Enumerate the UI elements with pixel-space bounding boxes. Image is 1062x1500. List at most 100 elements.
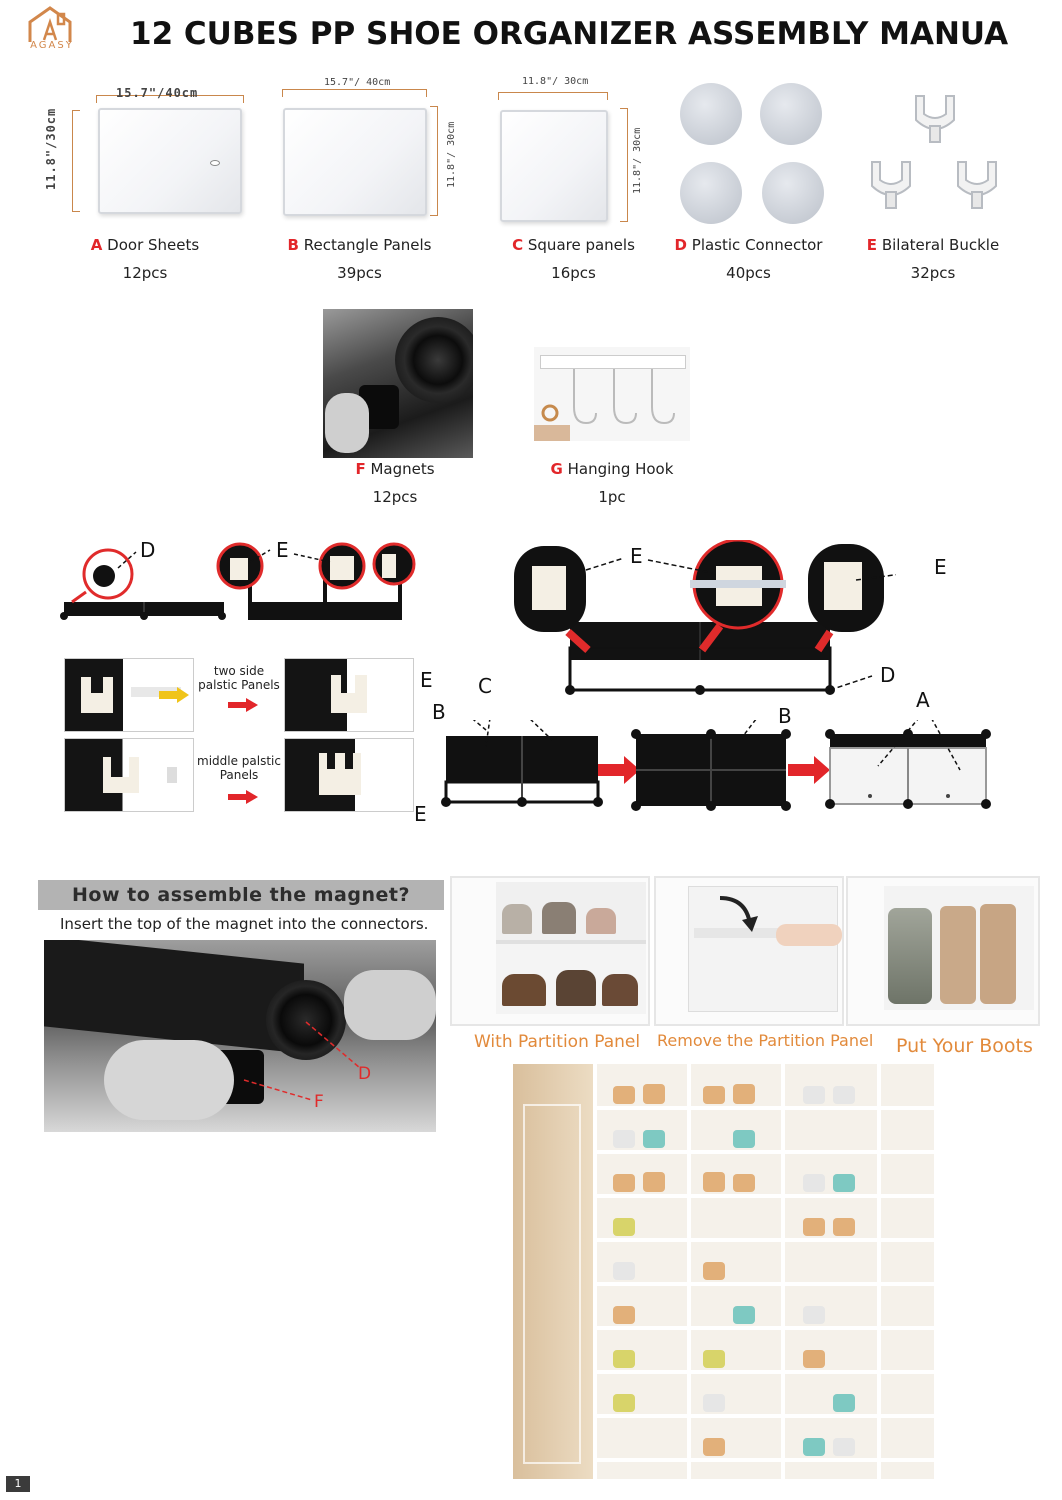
- hand-shape: [776, 924, 842, 946]
- partition-panel: [694, 928, 814, 938]
- caption-with-partition: With Partition Panel: [474, 1032, 641, 1052]
- curved-arrow-icon: [719, 896, 758, 932]
- door-panel: [523, 1104, 581, 1464]
- hand-shape: [325, 393, 369, 453]
- buckle-icon: [81, 677, 113, 713]
- bilateral-buckle-image: [915, 95, 955, 143]
- callout-b: B: [432, 700, 446, 724]
- part-c-qty: 16pcs: [551, 264, 596, 282]
- hanging-hook-photo: [534, 347, 690, 441]
- door-knob: [210, 160, 220, 166]
- width-bracket: [282, 89, 427, 97]
- shoe: [556, 970, 596, 1006]
- part-f-qty: 12pcs: [372, 488, 418, 506]
- house-logo-icon: [28, 6, 72, 42]
- shoe: [602, 974, 638, 1006]
- height-bracket: [620, 108, 628, 222]
- callout-d: D: [880, 663, 896, 687]
- magnet-assembly-photo: [44, 940, 436, 1132]
- part-a-qty: 12pcs: [122, 264, 168, 282]
- door-sheet-image: [98, 108, 242, 214]
- remove-partition-photo: [654, 876, 844, 1026]
- connector-disc: [266, 980, 346, 1060]
- width-bracket: [96, 95, 244, 103]
- part-e-label: E Bilateral Buckle: [866, 236, 1000, 254]
- step-buckle-diagram: [216, 542, 416, 620]
- rect-width-dim: 15.7"/ 40cm: [324, 77, 391, 88]
- part-b-label: B Rectangle Panels: [287, 236, 432, 254]
- part-b-qty: 39pcs: [337, 264, 382, 282]
- buckle-detail-two-side: [64, 658, 194, 732]
- callout-c: C: [478, 674, 492, 698]
- hand-shape: [344, 970, 436, 1040]
- magnet-callout-f: F: [314, 1092, 324, 1112]
- yellow-arrow-icon: [159, 687, 189, 703]
- part-g-label: G Hanging Hook: [550, 460, 674, 478]
- cube-sequence-diagram: [441, 720, 991, 811]
- callout-d: D: [140, 538, 156, 562]
- rect-height-dim: 11.8"/ 30cm: [446, 121, 457, 188]
- magnet-disc: [395, 317, 473, 403]
- callout-e: E: [414, 802, 427, 826]
- bilateral-buckle-image: [957, 161, 997, 209]
- step-frame-zoom-diagram: [514, 540, 896, 695]
- plastic-connector-image: [680, 83, 742, 145]
- caption-boots: Put Your Boots: [896, 1035, 1033, 1057]
- height-bracket: [72, 110, 80, 212]
- plastic-connector-image: [680, 162, 742, 224]
- note-two-side: two side palstic Panels: [198, 664, 280, 692]
- bilateral-buckle-image: [871, 161, 911, 209]
- square-height-dim: 11.8"/ 30cm: [632, 127, 643, 194]
- width-bracket: [498, 92, 608, 100]
- rectangle-panel-image: [283, 108, 427, 216]
- buckle-result-middle: [284, 738, 414, 812]
- note-middle: middle palstic Panels: [197, 754, 281, 782]
- panel-edge: [131, 687, 181, 697]
- boot: [888, 908, 932, 1004]
- callout-e: E: [420, 668, 433, 692]
- part-g-qty: 1pc: [598, 488, 626, 506]
- part-c-label: C Square panels: [512, 236, 635, 254]
- organizer-full-photo: [513, 1064, 934, 1479]
- panel-edge: [167, 767, 177, 783]
- part-d-qty: 40pcs: [726, 264, 771, 282]
- part-e-qty: 32pcs: [910, 264, 956, 282]
- plastic-connector-image: [760, 83, 822, 145]
- boot: [940, 906, 976, 1004]
- square-panel-image: [500, 110, 608, 222]
- shoe: [502, 904, 532, 934]
- with-partition-photo: [450, 876, 650, 1026]
- hook-icon: [534, 369, 675, 441]
- callout-b: B: [778, 704, 792, 728]
- buckle-icon: [319, 753, 361, 795]
- callout-e: E: [276, 538, 289, 562]
- part-a-label: A Door Sheets: [90, 236, 200, 254]
- callout-e: E: [630, 544, 643, 568]
- callout-a: A: [916, 688, 930, 712]
- boots-photo: [846, 876, 1040, 1026]
- brand-name: AGASY: [30, 40, 74, 51]
- callout-e: E: [934, 555, 947, 579]
- caption-remove-partition: Remove the Partition Panel: [657, 1031, 874, 1050]
- square-width-dim: 11.8"/ 30cm: [522, 76, 589, 87]
- hook-bar: [540, 355, 686, 369]
- page-title: 12 CUBES PP SHOE ORGANIZER ASSEMBLY MANU…: [130, 16, 1009, 52]
- magnet-section-title: How to assemble the magnet?: [38, 880, 444, 910]
- part-f-label: F Magnets: [355, 460, 435, 478]
- boot: [980, 904, 1016, 1004]
- red-arrow-icon: [228, 790, 258, 804]
- buckle-detail-middle: [64, 738, 194, 812]
- shoe: [586, 908, 616, 934]
- height-bracket: [430, 106, 438, 216]
- buckle-icon: [331, 675, 367, 713]
- door-height-dim: 11.8"/30cm: [44, 107, 58, 190]
- plastic-connector-image: [762, 162, 824, 224]
- buckle-result-two-side: [284, 658, 414, 732]
- organizer-shelves: [593, 1064, 934, 1479]
- callout-lines: [243, 1021, 361, 1101]
- hand-shape: [104, 1040, 234, 1120]
- shoe: [502, 974, 546, 1006]
- door-width-dim: 15.7"/40cm: [116, 86, 199, 100]
- red-arrow-icon: [228, 698, 258, 712]
- page-number: 1: [6, 1476, 30, 1492]
